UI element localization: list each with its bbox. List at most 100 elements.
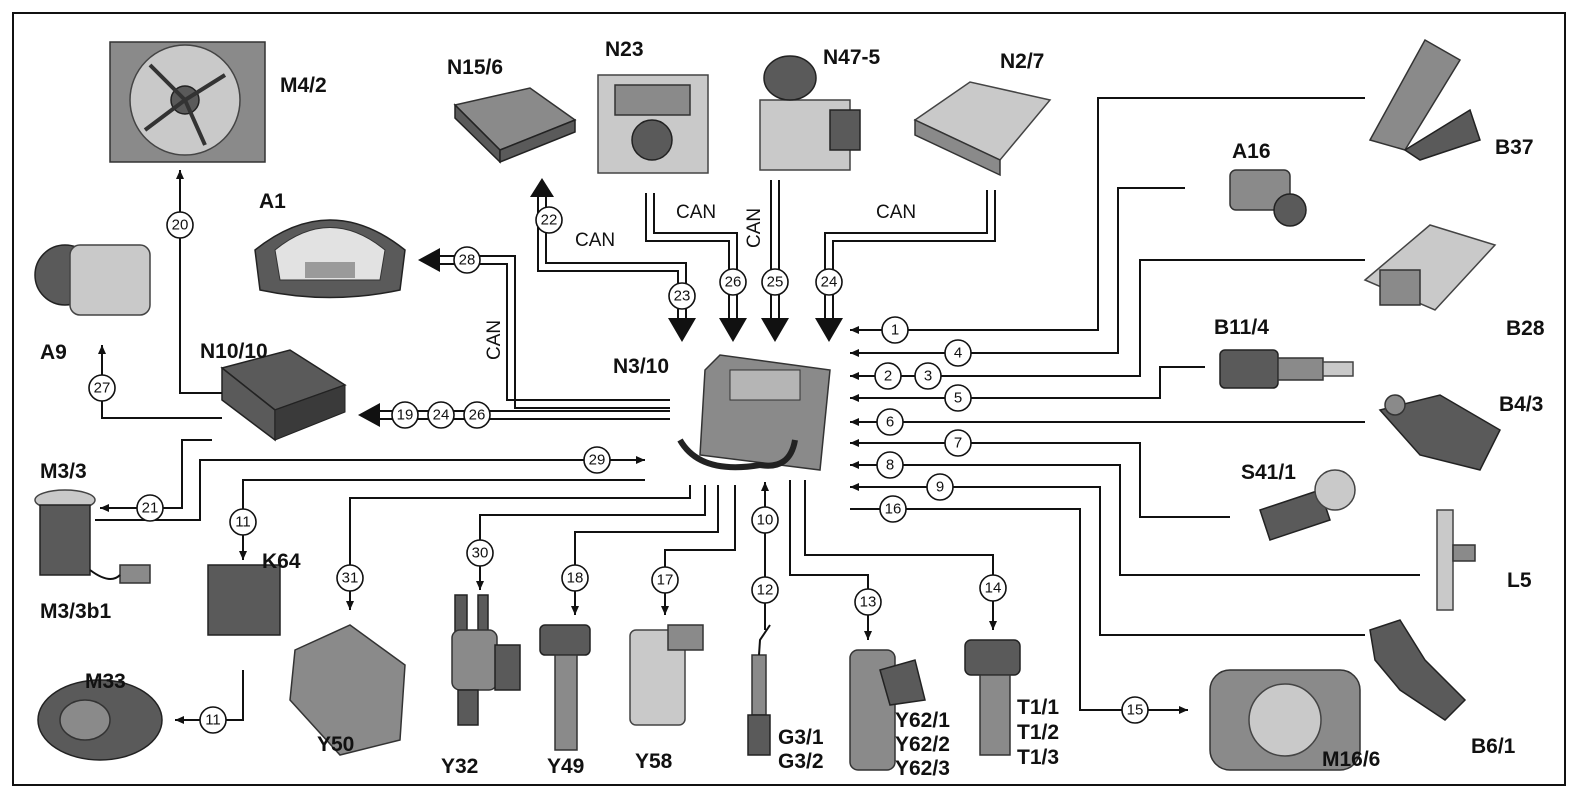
- svg-text:11: 11: [205, 712, 221, 729]
- fuel-pump-image: [34, 489, 151, 584]
- label-n10-10: N10/10: [200, 340, 268, 363]
- signal-2: 2: [874, 362, 902, 390]
- label-t1-3: T1/3: [1017, 746, 1059, 769]
- control-module-n15-image: [453, 87, 577, 164]
- label-m3-3b1: M3/3b1: [40, 600, 112, 623]
- ignition-coil-image: [964, 639, 1021, 756]
- svg-text:5: 5: [954, 390, 962, 407]
- pedal-sensor-image: [1368, 38, 1481, 161]
- valve-y49-image: [539, 624, 591, 751]
- signal-17: 17: [651, 566, 679, 594]
- svg-text:17: 17: [657, 572, 674, 589]
- relay-image: [207, 564, 281, 636]
- svg-text:25: 25: [767, 274, 784, 291]
- svg-text:7: 7: [954, 435, 962, 452]
- signal-11-pump: 11: [199, 706, 227, 734]
- switch-panel-image: [597, 74, 709, 174]
- oil-pressure-switch-image: [1259, 469, 1356, 541]
- temperature-sensor-image: [1219, 349, 1354, 389]
- svg-text:4: 4: [954, 345, 962, 362]
- label-l5: L5: [1507, 569, 1532, 592]
- signal-26-sam: 26: [463, 401, 491, 429]
- label-y49: Y49: [547, 755, 584, 778]
- signal-26: 26: [719, 268, 747, 296]
- svg-text:24: 24: [821, 274, 838, 291]
- can-label-n23: CAN: [676, 202, 716, 223]
- svg-text:28: 28: [459, 252, 476, 269]
- label-t1-2: T1/2: [1017, 721, 1059, 744]
- label-b6-1: B6/1: [1471, 735, 1516, 758]
- svg-text:26: 26: [725, 274, 742, 291]
- label-n3-10: N3/10: [613, 355, 669, 378]
- svg-text:16: 16: [885, 501, 902, 518]
- signal-28: 28: [453, 246, 481, 274]
- valve-y58-image: [629, 624, 704, 726]
- knock-sensor-image: [1229, 169, 1307, 227]
- svg-text:21: 21: [142, 500, 159, 517]
- signal-19: 19: [391, 401, 419, 429]
- label-y62-1: Y62/1: [895, 709, 950, 732]
- bus-arrows: [358, 178, 843, 427]
- signal-15: 15: [1121, 696, 1149, 724]
- svg-text:26: 26: [469, 407, 486, 424]
- signal-13: 13: [854, 588, 882, 616]
- signal-10: 10: [751, 506, 779, 534]
- instrument-cluster-image: [254, 219, 406, 299]
- label-k64: K64: [262, 550, 301, 573]
- label-y62-2: Y62/2: [895, 733, 950, 756]
- svg-text:6: 6: [886, 414, 894, 431]
- label-g3-1: G3/1: [778, 726, 824, 749]
- pressure-sensor-image: [1363, 224, 1497, 311]
- signal-25: 25: [761, 268, 789, 296]
- sam-module-image: [220, 349, 347, 442]
- svg-text:9: 9: [936, 479, 944, 496]
- crank-sensor-image: [1436, 509, 1476, 611]
- label-s41-1: S41/1: [1241, 461, 1296, 484]
- label-n23: N23: [605, 38, 644, 61]
- signal-31: 31: [336, 564, 364, 592]
- signal-30: 30: [466, 539, 494, 567]
- svg-text:15: 15: [1127, 702, 1144, 719]
- signal-7: 7: [944, 429, 972, 457]
- can-label-n2: CAN: [876, 202, 916, 223]
- svg-text:1: 1: [891, 322, 899, 339]
- label-g3-2: G3/2: [778, 750, 824, 773]
- signal-9: 9: [926, 473, 954, 501]
- signal-markers: 1 4 2 3 5 6 7 8 9 16 15 10 12 13 14 17 1…: [88, 206, 1149, 734]
- signal-5: 5: [944, 384, 972, 412]
- signal-14: 14: [979, 574, 1007, 602]
- label-m16-6: M16/6: [1322, 748, 1380, 771]
- valve-y32-image: [451, 594, 521, 726]
- svg-text:23: 23: [674, 288, 691, 305]
- engine-control-unit-image: [677, 354, 831, 471]
- svg-text:8: 8: [886, 457, 894, 474]
- label-b11-4: B11/4: [1214, 316, 1269, 339]
- label-n2-7: N2/7: [1000, 50, 1044, 73]
- signal-24-sam: 24: [427, 401, 455, 429]
- signal-4: 4: [944, 339, 972, 367]
- svg-text:2: 2: [884, 368, 892, 385]
- svg-text:12: 12: [757, 582, 774, 599]
- svg-text:22: 22: [541, 212, 558, 229]
- fuel-pressure-sensor-image: [1378, 394, 1501, 471]
- svg-text:18: 18: [567, 570, 584, 587]
- can-label-a1: CAN: [484, 320, 505, 360]
- can-label-n15: CAN: [575, 230, 615, 251]
- fan-motor-image: [109, 41, 266, 163]
- signal-18: 18: [561, 564, 589, 592]
- throttle-body-image: [1209, 669, 1361, 771]
- label-b37: B37: [1495, 136, 1534, 159]
- signal-3: 3: [914, 362, 942, 390]
- label-y58: Y58: [635, 750, 673, 773]
- label-b4-3: B4/3: [1499, 393, 1543, 416]
- signal-8: 8: [876, 451, 904, 479]
- svg-text:11: 11: [235, 514, 251, 531]
- signal-6: 6: [876, 408, 904, 436]
- label-y32: Y32: [441, 755, 478, 778]
- svg-text:10: 10: [757, 512, 774, 529]
- svg-text:24: 24: [433, 407, 450, 424]
- label-y62-3: Y62/3: [895, 757, 950, 780]
- signal-22: 22: [535, 206, 563, 234]
- label-a16: A16: [1232, 140, 1271, 163]
